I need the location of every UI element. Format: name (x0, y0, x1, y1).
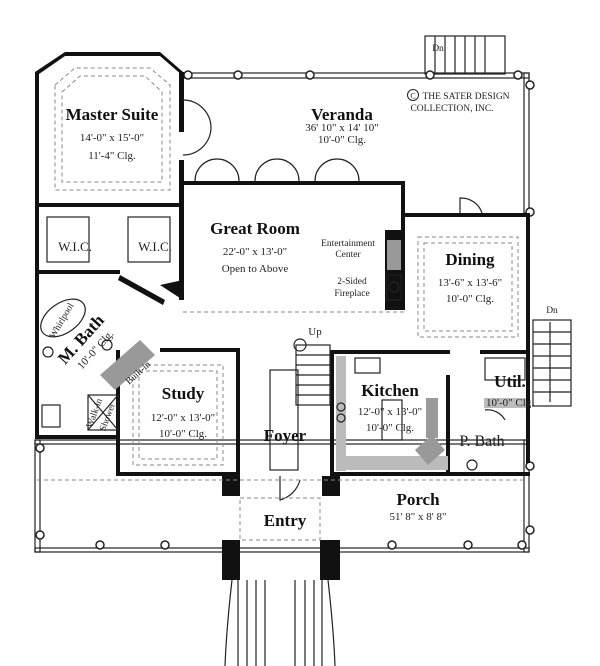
room-name-porch: Porch (396, 490, 440, 509)
room-name-wic-right: W.I.C. (138, 239, 172, 254)
copyright-line-2: COLLECTION, INC. (410, 104, 493, 114)
stair-down-label: Dn (432, 44, 444, 54)
copyright-line-1: THE SATER DESIGN (422, 92, 509, 102)
room-ceiling-kitchen: 10'-0" Clg. (366, 422, 414, 434)
room-size-porch: 51' 8" x 8' 8" (390, 511, 447, 523)
room-name-study: Study (162, 384, 205, 403)
room-size-veranda: 36' 10" x 14' 10" (305, 122, 378, 134)
fireplace-label: 2-Sided (337, 277, 367, 287)
copyright: C THE SATER DESIGN COLLECTION, INC. (407, 89, 510, 114)
doors (182, 99, 506, 501)
fixtures (40, 216, 526, 471)
stairs-interior (293, 338, 331, 406)
entertainment-center-label: Entertainment (321, 239, 375, 249)
fireplace-label: Fireplace (334, 289, 369, 299)
stairs-right (532, 319, 572, 407)
room-name-wic-left: W.I.C. (58, 239, 92, 254)
stairs-top (424, 35, 506, 75)
entertainment-center-label: Center (335, 250, 361, 260)
room-size-study: 12'-0" x 13'-0" (151, 412, 215, 424)
room-size-great-room: 22'-0" x 13'-0" (223, 246, 287, 258)
room-name-p-bath: P. Bath (459, 433, 504, 450)
room-name-master-suite: Master Suite (66, 105, 159, 124)
room-size-kitchen: 12'-0" x 13'-0" (358, 406, 422, 418)
entry-steps (224, 579, 336, 666)
room-name-kitchen: Kitchen (361, 381, 419, 400)
room-name-foyer: Foyer (264, 426, 307, 445)
room-name-entry: Entry (264, 511, 307, 530)
room-ceiling-study: 10'-0" Clg. (159, 428, 207, 440)
room-size-master-suite: 14'-0" x 15'-0" (80, 132, 144, 144)
room-ceiling-veranda: 10'-0" Clg. (318, 134, 366, 146)
room-name-great-room: Great Room (210, 219, 300, 238)
copyright-symbol-icon: C (410, 92, 415, 101)
room-name-veranda: Veranda (311, 105, 373, 124)
room-name-dining: Dining (445, 250, 495, 269)
room-size-dining: 13'-6" x 13'-6" (438, 277, 502, 289)
room-name-util: Util. (494, 372, 526, 391)
room-ceiling-util: 10'-0" Clg. (486, 397, 534, 409)
room-ceiling-master-suite: 11'-4" Clg. (88, 150, 136, 162)
stair-up-label: Up (308, 326, 322, 338)
stair-down-label: Dn (546, 306, 558, 316)
room-note-great-room: Open to Above (222, 263, 289, 275)
room-ceiling-dining: 10'-0" Clg. (446, 293, 494, 305)
